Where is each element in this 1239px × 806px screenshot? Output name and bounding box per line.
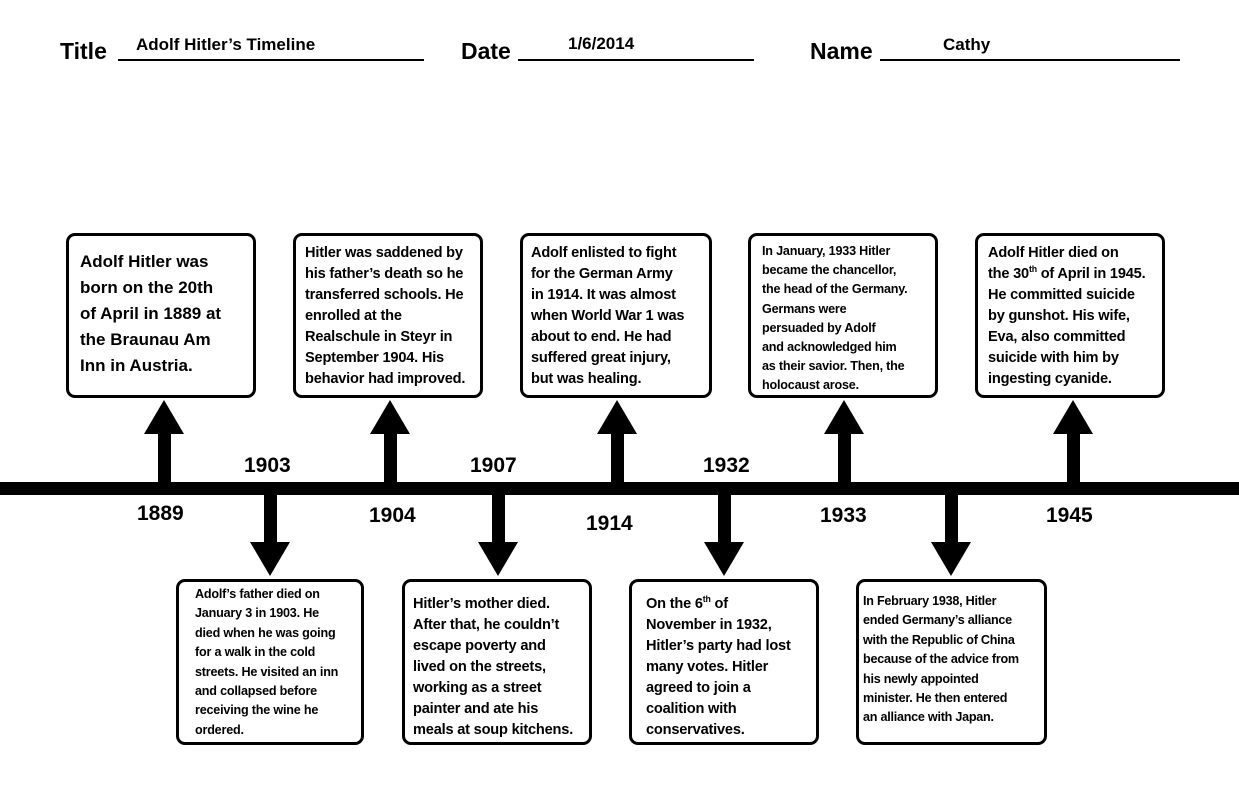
arrow-up-1945-head: [1053, 400, 1093, 434]
event-box-1904: Hitler was saddened by his father’s deat…: [293, 233, 483, 398]
event-box-1889: Adolf Hitler was born on the 20th of Apr…: [66, 233, 256, 398]
title-label: Title: [60, 38, 107, 64]
arrow-up-1904-head: [370, 400, 410, 434]
year-label-1933: 1933: [820, 504, 867, 527]
event-text-1938: In February 1938, Hitler ended Germany’s…: [863, 594, 1019, 725]
year-label-1903: 1903: [244, 454, 291, 477]
arrow-down-1938-head: [931, 542, 971, 576]
arrow-down-1932-stem: [718, 492, 731, 544]
event-text-1907: Hitler’s mother died. After that, he cou…: [413, 596, 574, 738]
name-label: Name: [810, 38, 873, 64]
arrow-down-1907-stem: [492, 492, 505, 544]
event-box-1932: On the 6th of November in 1932, Hitler’s…: [629, 579, 819, 745]
event-text-1914: Adolf enlisted to fight for the German A…: [531, 245, 685, 387]
arrow-up-1914-stem: [611, 432, 624, 484]
timeline-axis: [0, 482, 1239, 495]
title-underline: [118, 59, 424, 61]
year-label-1932: 1932: [703, 454, 750, 477]
event-text-1932: On the 6th of November in 1932, Hitler’s…: [646, 594, 791, 738]
arrow-up-1889-stem: [158, 432, 171, 484]
date-label: Date: [461, 38, 511, 64]
year-label-1907: 1907: [470, 454, 517, 477]
event-text-1903: Adolf’s father died on January 3 in 1903…: [195, 587, 339, 737]
year-label-1914: 1914: [586, 512, 633, 535]
arrow-up-1933-head: [824, 400, 864, 434]
event-text-1945: Adolf Hitler died on the 30th of April i…: [988, 245, 1146, 387]
year-label-1904: 1904: [369, 504, 416, 527]
date-underline: [518, 59, 754, 61]
arrow-down-1932-head: [704, 542, 744, 576]
arrow-down-1903-stem: [264, 492, 277, 544]
date-value: 1/6/2014: [568, 34, 635, 53]
name-underline: [880, 59, 1180, 61]
event-box-1907: Hitler’s mother died. After that, he cou…: [402, 579, 592, 745]
event-text-1904: Hitler was saddened by his father’s deat…: [305, 245, 466, 387]
arrow-up-1914-head: [597, 400, 637, 434]
arrow-up-1933-stem: [838, 432, 851, 484]
event-box-1933: In January, 1933 Hitler became the chanc…: [748, 233, 938, 398]
name-value: Cathy: [943, 35, 991, 54]
event-box-1945: Adolf Hitler died on the 30th of April i…: [975, 233, 1165, 398]
event-box-1914: Adolf enlisted to fight for the German A…: [520, 233, 712, 398]
arrow-down-1903-head: [250, 542, 290, 576]
arrow-up-1889-head: [144, 400, 184, 434]
event-text-1889: Adolf Hitler was born on the 20th of Apr…: [80, 252, 222, 375]
year-label-1945: 1945: [1046, 504, 1093, 527]
arrow-up-1904-stem: [384, 432, 397, 484]
arrow-down-1907-head: [478, 542, 518, 576]
title-value: Adolf Hitler’s Timeline: [136, 35, 316, 54]
event-box-1903: Adolf’s father died on January 3 in 1903…: [176, 579, 364, 745]
arrow-up-1945-stem: [1067, 432, 1080, 484]
year-label-1889: 1889: [137, 502, 184, 525]
arrow-down-1938-stem: [945, 492, 958, 544]
event-box-1938: In February 1938, Hitler ended Germany’s…: [856, 579, 1047, 745]
event-text-1933: In January, 1933 Hitler became the chanc…: [762, 244, 908, 393]
